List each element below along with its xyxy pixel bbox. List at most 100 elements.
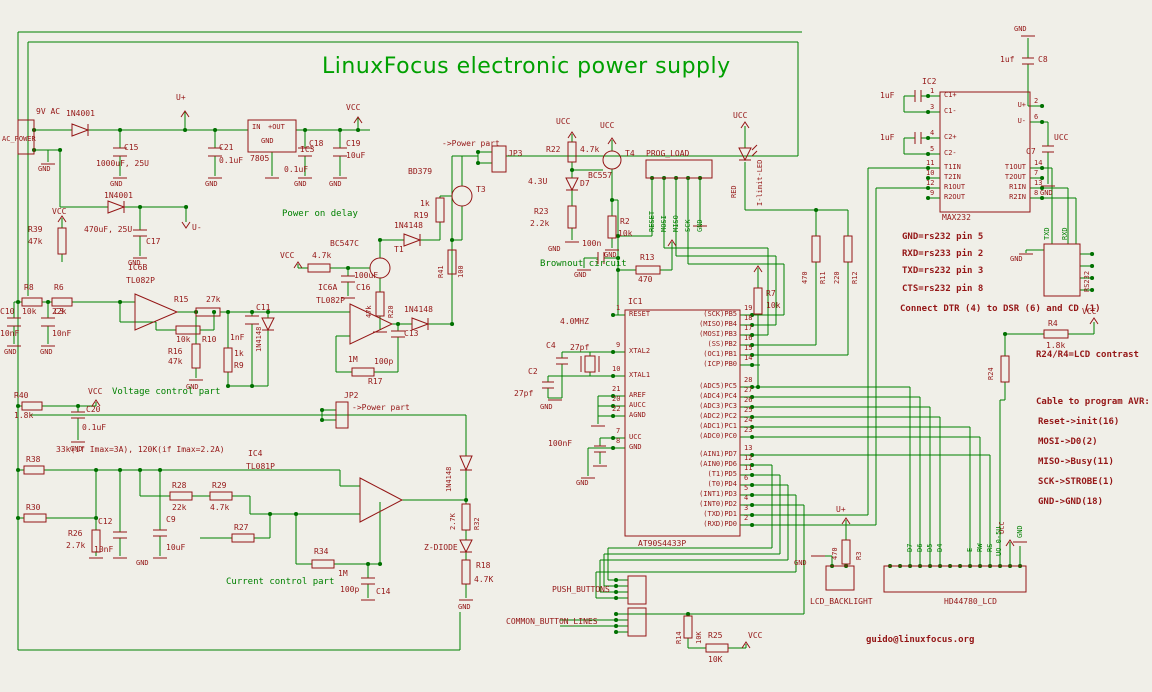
schematic-label: Reset->init(16) <box>1038 417 1120 427</box>
schematic-label: R27 <box>234 523 249 532</box>
schematic-label: GND <box>4 348 17 356</box>
schematic-label: D5 <box>926 543 934 552</box>
schematic-label: R3 <box>855 551 863 560</box>
schematic-label: (INT1)PD3 <box>699 490 737 498</box>
schematic-label: UCC <box>600 121 615 130</box>
schematic-label: 26 <box>744 396 753 404</box>
schematic-label: MOSI->D0(2) <box>1038 437 1098 447</box>
schematic-label: C9 <box>166 515 176 524</box>
schematic-label: R1OUT <box>944 183 966 191</box>
schematic-label: 17 <box>744 324 753 332</box>
schematic-label: 10K <box>708 655 723 664</box>
schematic-label: R41 <box>437 265 445 278</box>
schematic-label: R15 <box>174 295 189 304</box>
schematic-label: C18 <box>309 139 324 148</box>
schematic-label: 24 <box>744 416 753 424</box>
schematic-label: U+ <box>1017 101 1026 109</box>
wire-layer <box>13 31 1095 651</box>
schematic-label: D4 <box>936 543 944 552</box>
schematic-label: 27pf <box>570 343 590 352</box>
schematic-label: BC547C <box>330 239 359 248</box>
schematic-label: GND <box>1014 25 1027 33</box>
schematic-label: R6 <box>54 283 64 292</box>
schematic-label: 15 <box>744 344 753 352</box>
note-gnd-rs232: GND=rs232 pin 5 <box>902 232 984 242</box>
schematic-label: AC_POWER <box>2 135 36 143</box>
schematic-label: GND <box>70 445 83 453</box>
schematic-label: 1k <box>420 199 430 208</box>
schematic-label: (AIN0)PD6 <box>699 460 737 468</box>
schematic-label: RESET <box>629 310 651 318</box>
schematic-label: R25 <box>708 631 723 640</box>
component-layer <box>7 35 1099 653</box>
schematic-label: (AIN1)PD7 <box>699 450 737 458</box>
schematic-label: C1- <box>944 107 957 115</box>
schematic-label: 9 <box>930 189 935 197</box>
schematic-label: 10uF <box>346 151 366 160</box>
schematic-label: R32 <box>473 517 481 530</box>
schematic-label: D6 <box>916 543 924 552</box>
schematic-label: C15 <box>124 143 139 152</box>
brownout-annotation: Brownout circuit <box>540 259 627 269</box>
note-cts-rs232: CTS=rs232 pin 8 <box>902 284 984 294</box>
schematic-label: 4.3U <box>528 177 548 186</box>
schematic-label: R38 <box>26 455 41 464</box>
schematic-label: GND <box>604 251 617 259</box>
schematic-label: VCC <box>52 207 67 216</box>
schematic-label: 1M <box>348 355 358 364</box>
diodes <box>71 123 758 554</box>
schematic-label: IC1 <box>628 297 643 306</box>
note-txd-rs232: TXD=rs232 pin 3 <box>902 266 984 276</box>
schematic-label: UCC <box>629 433 642 441</box>
schematic-label: VCC <box>280 251 295 260</box>
schematic-label: GND <box>1040 189 1053 197</box>
schematic-label: 10uF <box>166 543 186 552</box>
schematic-label: 100p <box>374 357 394 366</box>
schematic-label: 0.1uF <box>82 423 107 432</box>
schematic-label: (SS)PB2 <box>707 340 737 348</box>
schematic-label: 3 <box>930 103 935 111</box>
schematic-label: C2 <box>528 367 538 376</box>
schematic-label: R29 <box>212 481 227 490</box>
schematic-label: AREF <box>629 391 646 399</box>
schematic-label: T1 <box>394 245 404 254</box>
schematic-label: T2OUT <box>1004 173 1026 181</box>
schematic-label: 23 <box>744 426 753 434</box>
schematic-label: 1 <box>616 304 621 312</box>
schematic-label: MOSI <box>660 215 668 232</box>
schematic-label: UO 0-5U <box>995 526 1003 556</box>
schematic-label: C1+ <box>944 91 957 99</box>
opamps <box>134 293 404 523</box>
schematic-label: 10K <box>695 631 703 644</box>
schematic-label: C2+ <box>944 133 957 141</box>
schematic-label: IC2 <box>922 77 937 86</box>
capacitors <box>7 57 1054 585</box>
schematic-label: 27pf <box>514 389 534 398</box>
schematic-label: GND <box>629 443 642 451</box>
schematic-label: BC557 <box>588 171 613 180</box>
supply-arrows <box>57 110 1099 649</box>
schematic-label: AT90S4433P <box>638 539 687 548</box>
schematic-label: R2 <box>620 217 630 226</box>
power-on-delay-annotation: Power on delay <box>282 209 358 219</box>
schematic-label: TL081P <box>246 462 275 471</box>
schematic-label: IC6A <box>318 283 338 292</box>
schematic-label: R4 <box>1048 319 1058 328</box>
schematic-label: (ADC1)PC1 <box>699 422 737 430</box>
schematic-label: 100n <box>582 239 602 248</box>
schematic-label: GND <box>205 180 218 188</box>
schematic-label: U+ <box>836 505 846 514</box>
schematic-label: 4.7k <box>312 251 332 260</box>
schematic-label: 9 <box>616 341 621 349</box>
schematic-label: T2IN <box>944 173 961 181</box>
note-cable: Cable to program AVR: <box>1036 397 1150 407</box>
schematic-label: LCD_BACKLIGHT <box>810 597 873 606</box>
schematic-label: 8 <box>616 437 621 445</box>
schematic-label: 27 <box>744 386 753 394</box>
schematic-label: 4 <box>744 494 749 502</box>
schematic-label: 1N4148 <box>394 221 423 230</box>
schematic-label: 10k <box>766 301 781 310</box>
schematic-label: 5 <box>744 484 749 492</box>
schematic-label: R30 <box>26 503 41 512</box>
schematic-label: GND <box>40 348 53 356</box>
